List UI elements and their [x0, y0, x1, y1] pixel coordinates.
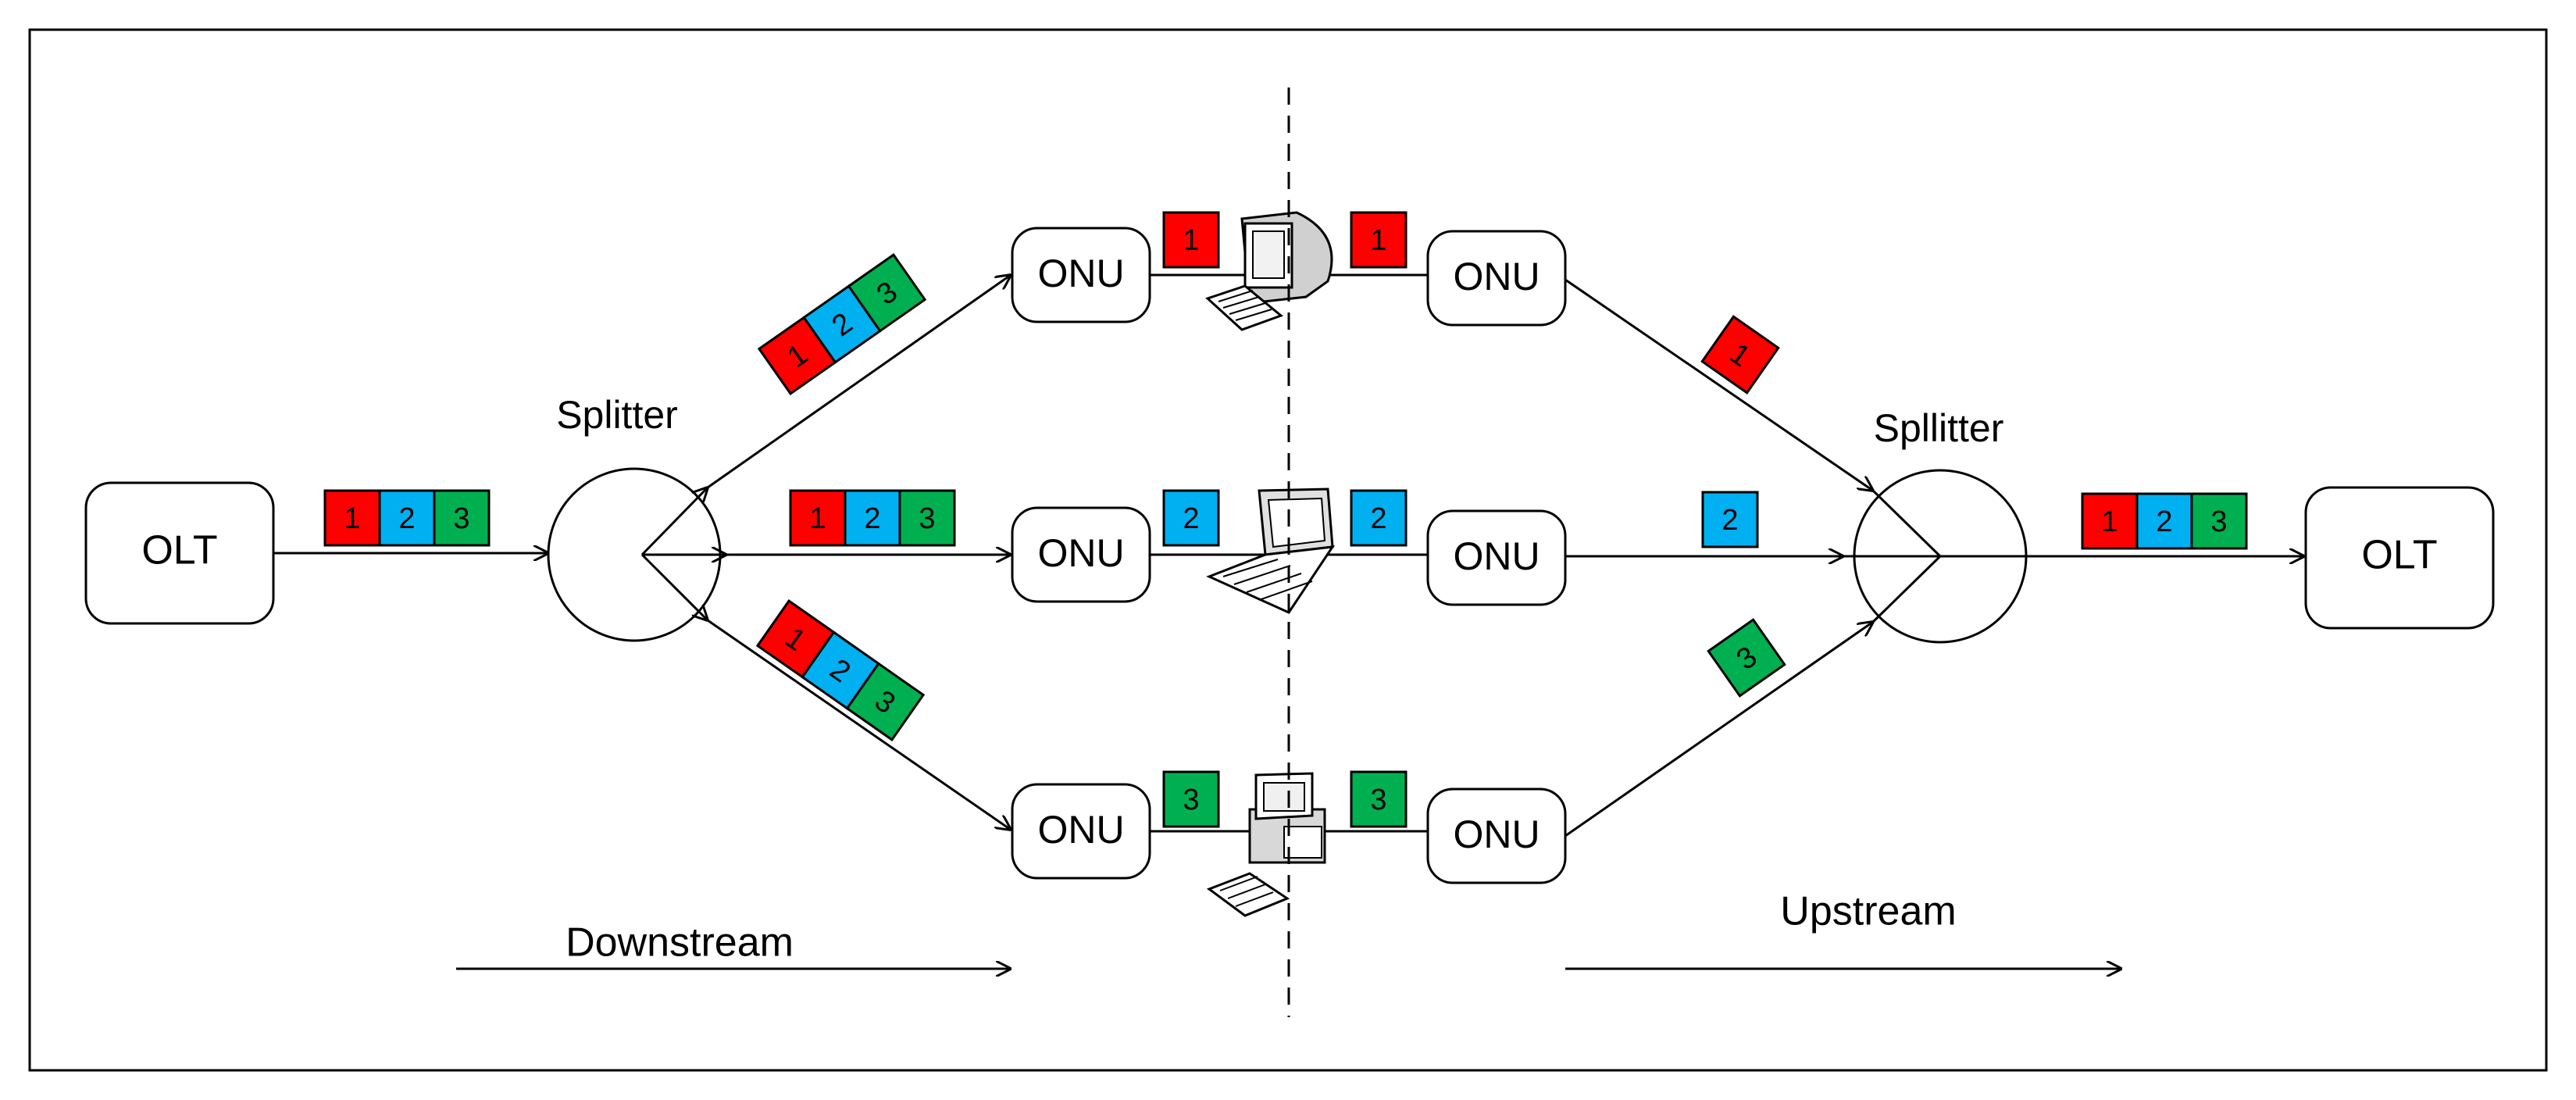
packet-3: 3: [2190, 492, 2248, 550]
laptop-icon: [1206, 488, 1336, 614]
packet-3: 3: [898, 489, 956, 547]
olt-left-label: OLT: [141, 528, 217, 573]
svg-text:2: 2: [1721, 504, 1738, 537]
svg-text:3: 3: [1370, 784, 1386, 816]
splitter-branch-bot-inner: [640, 553, 708, 620]
packet-1: 1: [1350, 211, 1408, 269]
packet-1: 1: [1162, 211, 1220, 269]
onu-up-mid: ONU: [1426, 509, 1567, 606]
packet-2: 2: [1162, 489, 1220, 547]
svg-text:1: 1: [1370, 224, 1386, 257]
svg-text:2: 2: [398, 502, 415, 535]
packet-1: 1: [2081, 492, 2139, 550]
svg-text:2: 2: [1183, 502, 1199, 535]
onu-down-bot: ONU: [1011, 783, 1151, 880]
downstream-indicator: Downstream: [456, 920, 1011, 969]
packet-2: 2: [378, 489, 436, 547]
onu-down-top: ONU: [1011, 227, 1151, 323]
svg-text:3: 3: [2210, 505, 2227, 538]
splitter-left-label: Splitter: [556, 393, 678, 437]
splitter-right-label: Spllitter: [1874, 406, 2004, 450]
packet-1: 1: [1700, 315, 1780, 395]
svg-text:ONU: ONU: [1037, 531, 1124, 575]
packet-2: 2: [1350, 489, 1408, 547]
svg-text:ONU: ONU: [1453, 534, 1540, 578]
packet-group-olt-out: 1 2 3: [323, 489, 491, 547]
packet-2: 2: [802, 284, 882, 364]
svg-text:3: 3: [453, 502, 469, 535]
olt-right-label: OLT: [2361, 533, 2437, 578]
packet-3: 3: [1162, 770, 1220, 828]
svg-text:ONU: ONU: [1037, 252, 1124, 295]
svg-text:ONU: ONU: [1453, 812, 1540, 856]
onu-down-mid: ONU: [1011, 506, 1151, 603]
packet-2: 2: [1701, 491, 1759, 548]
svg-text:1: 1: [2101, 505, 2118, 538]
branch-top-line: [707, 275, 1011, 489]
onu-up-bot: ONU: [1426, 788, 1567, 884]
splitter-right: Spllitter: [1843, 406, 2028, 644]
branch-bot-line: [707, 619, 1011, 830]
upstream-indicator: Upstream: [1565, 889, 2121, 969]
olt-left: OLT: [84, 481, 275, 625]
frame: [28, 28, 2548, 1072]
packet-group-branch-top: 1 2 3: [758, 253, 926, 395]
upstream-line-bot: [1565, 622, 1873, 838]
splitter-branch-top-inner: [640, 488, 708, 556]
packet-3: 3: [433, 489, 491, 547]
svg-text:3: 3: [919, 502, 935, 535]
svg-text:2: 2: [1370, 502, 1386, 535]
packet-1: 1: [323, 489, 381, 547]
downstream-label: Downstream: [566, 920, 794, 966]
onu-up-top: ONU: [1426, 230, 1567, 327]
desktop-tower-icon: [1206, 772, 1326, 917]
svg-text:ONU: ONU: [1037, 808, 1124, 852]
packet-1: 1: [789, 489, 847, 547]
packet-3: 3: [846, 662, 925, 741]
packet-2: 2: [801, 630, 880, 710]
svg-text:ONU: ONU: [1453, 255, 1540, 298]
packet-group-olt-in: 1 2 3: [2081, 492, 2248, 550]
olt-right: OLT: [2304, 486, 2495, 630]
upstream-line-top: [1565, 278, 1873, 491]
svg-text:1: 1: [344, 502, 360, 535]
svg-text:1: 1: [1183, 224, 1199, 257]
svg-text:2: 2: [2156, 505, 2172, 538]
upstream-label: Upstream: [1780, 889, 1956, 934]
svg-text:3: 3: [1183, 784, 1199, 816]
packet-1: 1: [758, 316, 837, 395]
packet-3: 3: [847, 253, 926, 333]
svg-text:1: 1: [809, 502, 826, 535]
packet-group-branch-mid: 1 2 3: [789, 489, 956, 547]
packet-3: 3: [1350, 770, 1408, 828]
packet-2: 2: [844, 489, 901, 547]
svg-text:2: 2: [864, 502, 880, 535]
packet-2: 2: [2135, 492, 2193, 550]
packet-group-branch-bot: 1 2 3: [756, 599, 925, 741]
packet-1: 1: [756, 599, 835, 679]
splitter-left: Splitter: [547, 393, 722, 642]
packet-3: 3: [1707, 618, 1786, 698]
desktop-computer-icon: [1205, 211, 1333, 331]
